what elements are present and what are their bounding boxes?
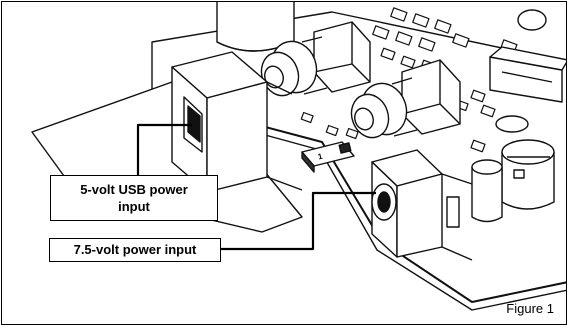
figure-caption: Figure 1 <box>506 301 554 316</box>
sma-connector-2 <box>350 59 461 139</box>
power-callout-leader <box>220 191 376 251</box>
usb-callout-leader <box>136 123 192 176</box>
mounting-hole <box>495 115 529 133</box>
board-line-drawing <box>31 2 566 311</box>
power-7-5v-callout: 7.5-volt power input <box>49 238 221 262</box>
power-7-5v-callout-label: 7.5-volt power input <box>73 242 197 257</box>
small-capacitor <box>517 9 547 31</box>
electrolytic-caps <box>471 139 555 223</box>
usb-power-callout-line2: input <box>118 199 150 214</box>
usb-power-callout: 5-volt USB power input <box>50 175 218 221</box>
dc-barrel-jack <box>371 149 473 261</box>
marked-chip <box>301 141 355 173</box>
usb-power-callout-line1: 5-volt USB power <box>80 182 188 197</box>
relay-component <box>489 46 566 103</box>
sma-connector-1 <box>260 21 371 97</box>
